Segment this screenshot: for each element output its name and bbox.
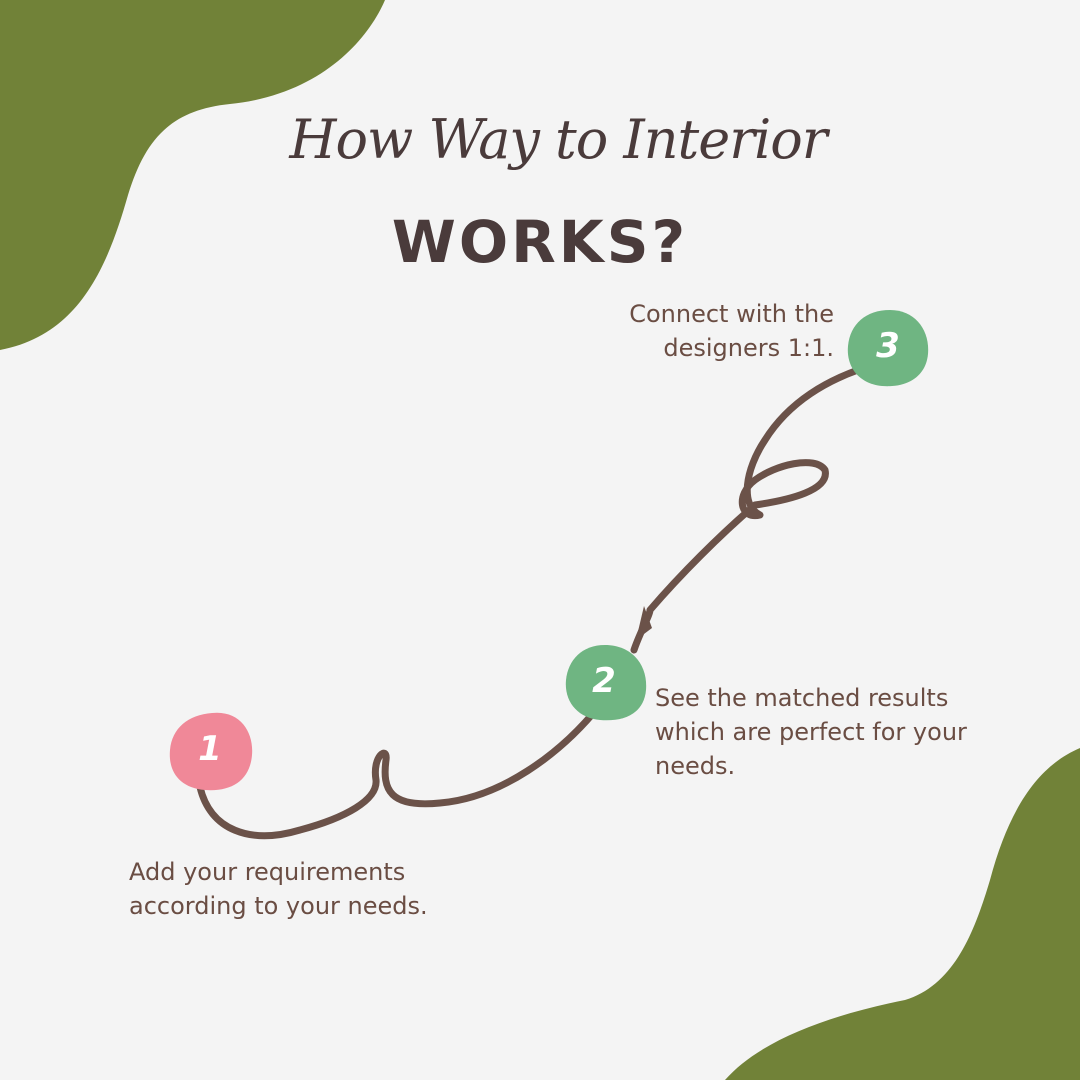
step-1-description: Add your requirements according to your … — [129, 855, 428, 923]
step-2-line: needs. — [655, 752, 736, 780]
step-3-line: Connect with the — [629, 300, 834, 328]
step-1-line: Add your requirements — [129, 858, 406, 886]
heading-line-2: WORKS? — [391, 208, 689, 276]
step-1-line: according to your needs. — [129, 892, 428, 920]
bottom-right-blob — [725, 748, 1080, 1080]
step-3-circle — [847, 310, 929, 387]
step-2-line: See the matched results — [655, 684, 949, 712]
top-left-blob — [0, 0, 385, 350]
step-2-number: 2 — [592, 661, 616, 701]
step-2-line: which are perfect for your — [655, 718, 967, 746]
step-2-circle — [565, 645, 647, 721]
step-3-description: Connect with the designers 1:1. — [629, 297, 834, 365]
step-1-circle — [169, 712, 253, 791]
step-1-number: 1 — [198, 729, 222, 769]
heading-line-1: How Way to Interior — [289, 108, 827, 171]
step-2-description: See the matched results which are perfec… — [655, 681, 967, 783]
connector-arrow — [636, 606, 652, 640]
step-3-line: designers 1:1. — [663, 334, 834, 362]
connector-path — [196, 366, 862, 840]
step-3-number: 3 — [876, 326, 900, 366]
